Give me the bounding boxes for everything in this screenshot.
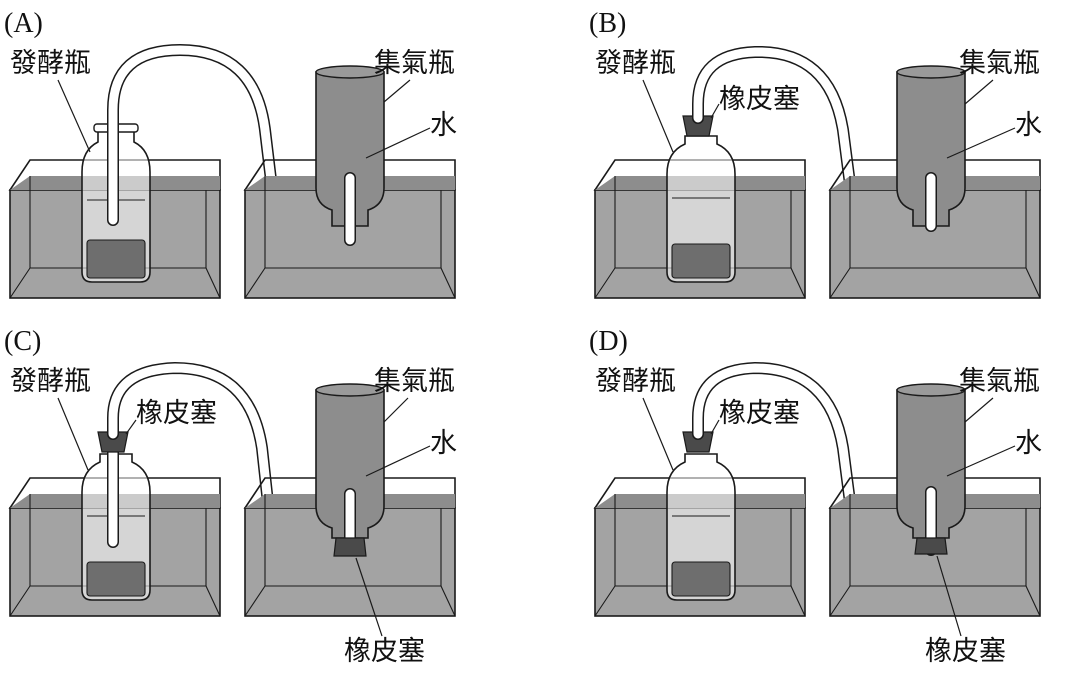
fermenter-label: 發酵瓶 — [595, 48, 676, 79]
top-stopper-label: 橡皮塞 — [136, 398, 217, 429]
rubber-stopper — [914, 537, 948, 555]
water-label: 水 — [1015, 110, 1042, 141]
panel-label: (A) — [4, 8, 43, 39]
panel-b: (B) 發酵 — [589, 8, 1042, 299]
water-label: 水 — [430, 110, 457, 141]
panel-c: (C) — [4, 326, 457, 667]
water-label: 水 — [1015, 428, 1042, 459]
bottom-stopper-label: 橡皮塞 — [925, 636, 1006, 667]
fermenter-label: 發酵瓶 — [10, 48, 91, 79]
collector-label: 集氣瓶 — [959, 366, 1040, 397]
gas-collecting-bottle — [315, 383, 385, 539]
gas-collecting-bottle — [896, 383, 966, 539]
gas-collecting-bottle — [896, 65, 966, 227]
top-stopper-label: 橡皮塞 — [719, 398, 800, 429]
fermentation-bottle — [666, 453, 736, 601]
fermenter-label: 發酵瓶 — [595, 366, 676, 397]
panel-label: (B) — [589, 8, 626, 39]
rubber-stopper — [333, 537, 367, 557]
water-label: 水 — [430, 428, 457, 459]
fermenter-label: 發酵瓶 — [10, 366, 91, 397]
collector-label: 集氣瓶 — [374, 366, 455, 397]
panel-label: (C) — [4, 326, 41, 357]
top-stopper-label: 橡皮塞 — [719, 84, 800, 115]
panel-d: (D) — [589, 326, 1042, 667]
collector-label: 集氣瓶 — [374, 48, 455, 79]
gas-collecting-bottle — [315, 65, 385, 227]
collector-label: 集氣瓶 — [959, 48, 1040, 79]
panel-label: (D) — [589, 326, 628, 357]
panel-a: (A) — [4, 8, 457, 299]
bottom-stopper-label: 橡皮塞 — [344, 636, 425, 667]
fermentation-bottle — [666, 135, 736, 283]
